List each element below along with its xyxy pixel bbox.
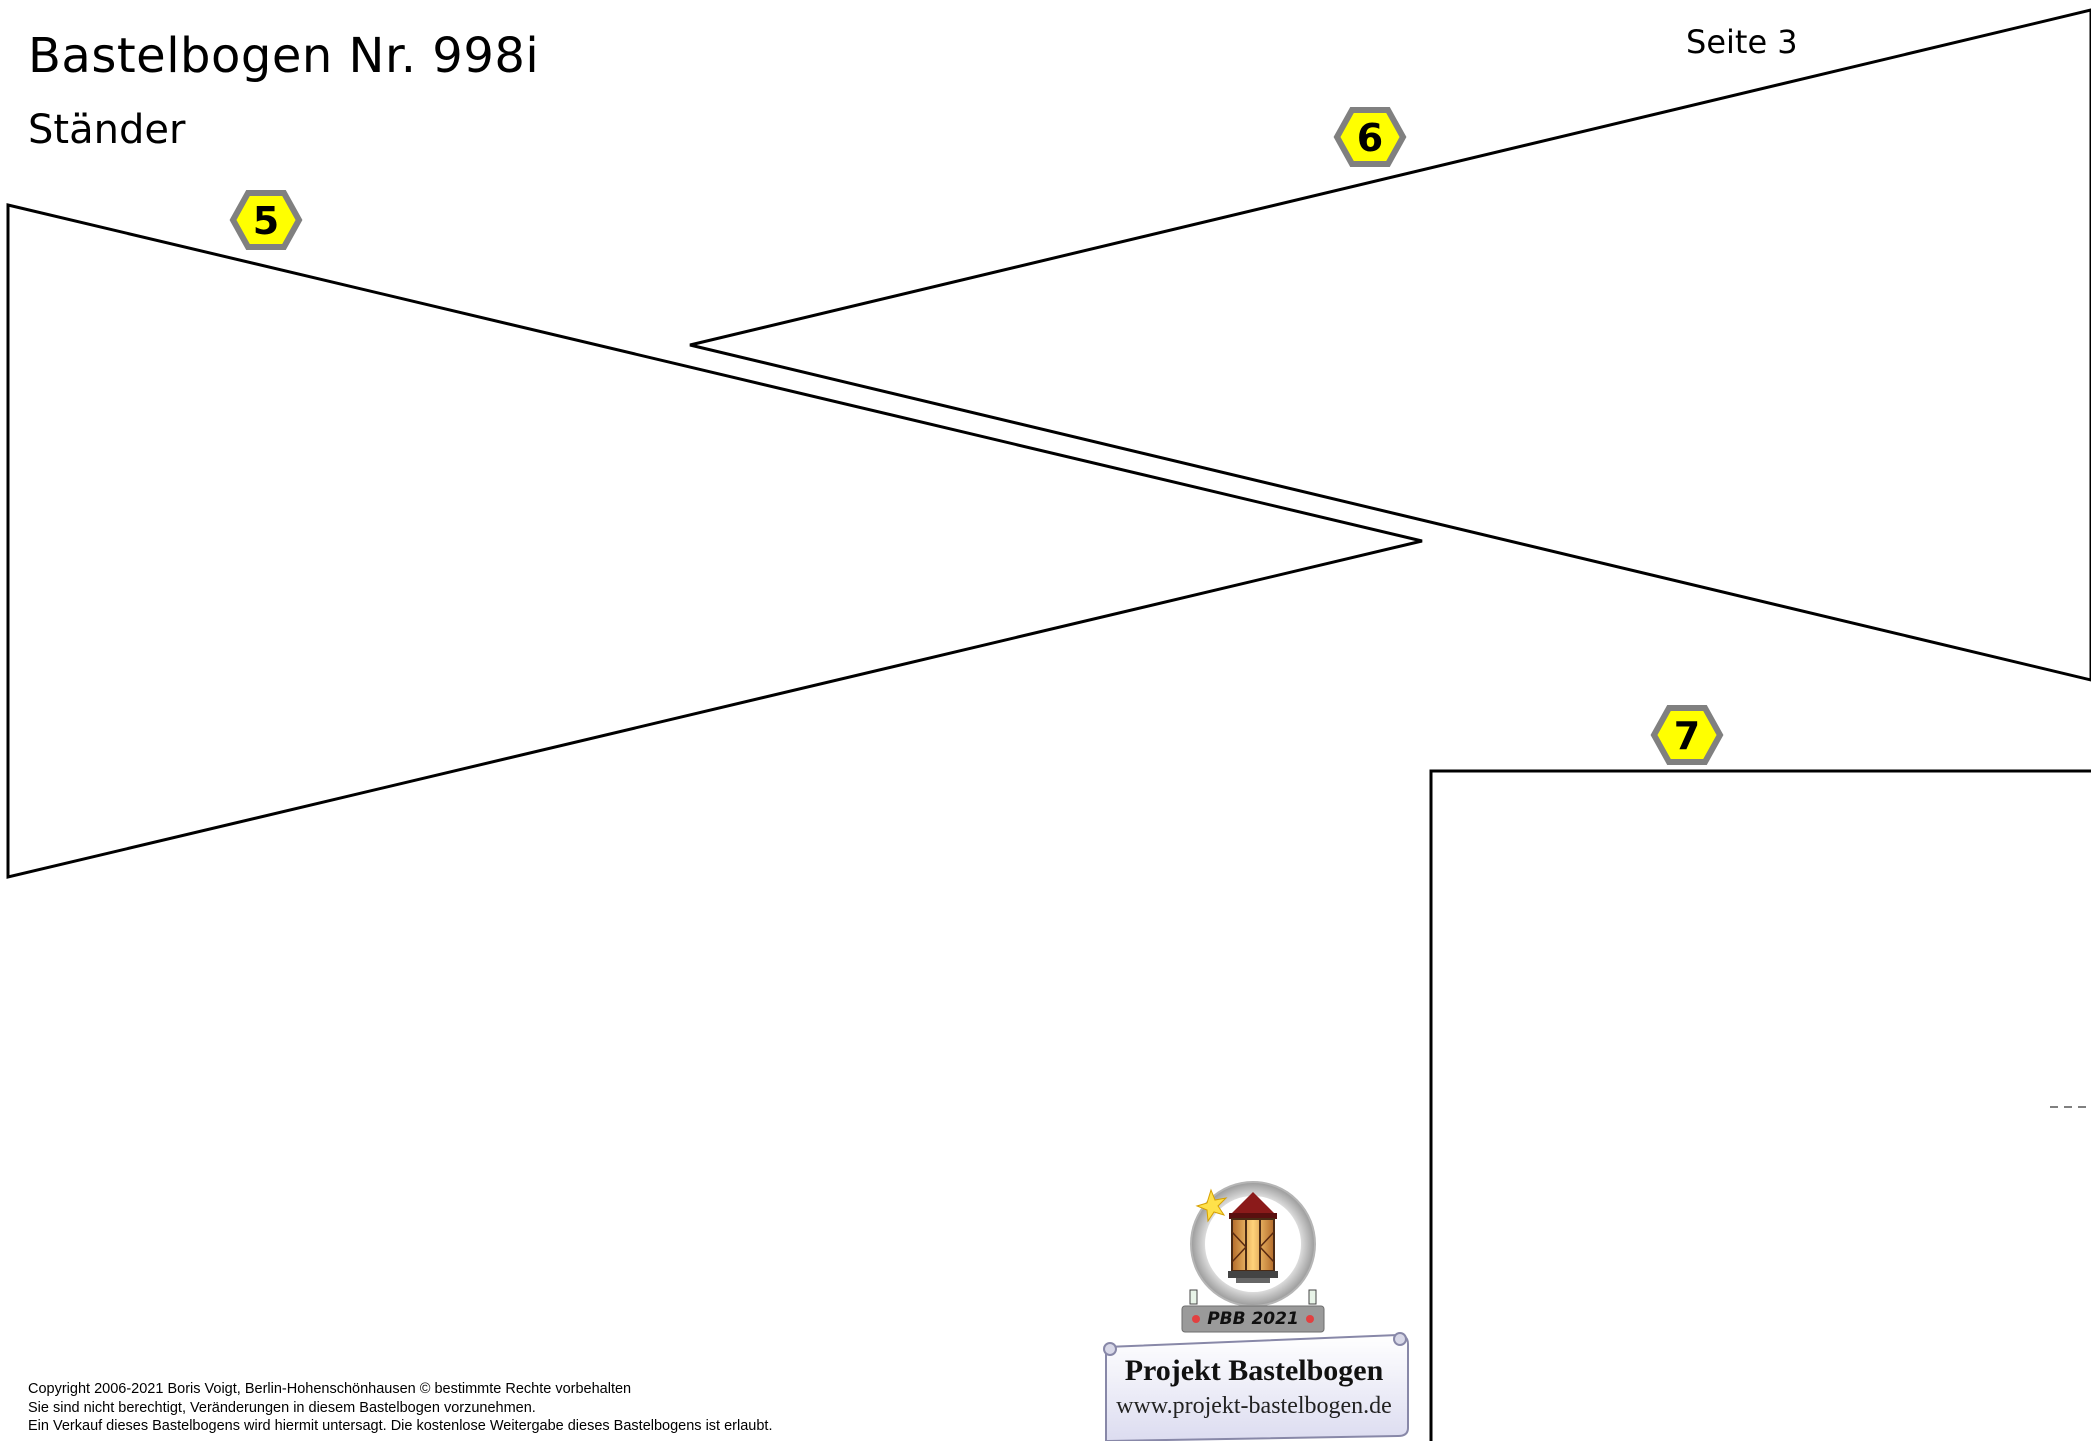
page-number: Seite 3: [1686, 23, 1798, 61]
lantern-emblem-icon: [1103, 1181, 1409, 1441]
project-logo: PBB 2021 Projekt Bastelbogen www.projekt…: [1098, 1172, 1410, 1441]
star-icon: [1195, 1188, 1228, 1223]
page-subtitle: Ständer: [28, 107, 186, 153]
part-number-6: 6: [1357, 116, 1383, 160]
part-5-outline: [6, 203, 1423, 879]
part-number-5: 5: [253, 199, 279, 243]
copyright-notice: Copyright 2006-2021 Boris Voigt, Berlin-…: [28, 1380, 772, 1436]
copyright-line: Sie sind nicht berechtigt, Veränderungen…: [28, 1399, 536, 1416]
part-number-badge-5: 5: [229, 190, 303, 250]
copyright-line: Ein Verkauf dieses Bastelbogens wird hie…: [28, 1418, 773, 1434]
part-7-outline: [1429, 769, 2091, 1441]
logo-url: www.projekt-bastelbogen.de: [1116, 1393, 1392, 1419]
page-title: Bastelbogen Nr. 998i: [28, 28, 540, 84]
part-number-badge-6: 6: [1333, 107, 1407, 167]
copyright-line: Copyright 2006-2021 Boris Voigt, Berlin-…: [28, 1381, 632, 1397]
logo-year-badge: PBB 2021: [1207, 1309, 1299, 1329]
part-number-badge-7: 7: [1650, 705, 1724, 765]
part-number-7: 7: [1674, 714, 1700, 758]
logo-name: Projekt Bastelbogen: [1124, 1354, 1384, 1387]
part-6-outline: [689, 8, 2091, 682]
